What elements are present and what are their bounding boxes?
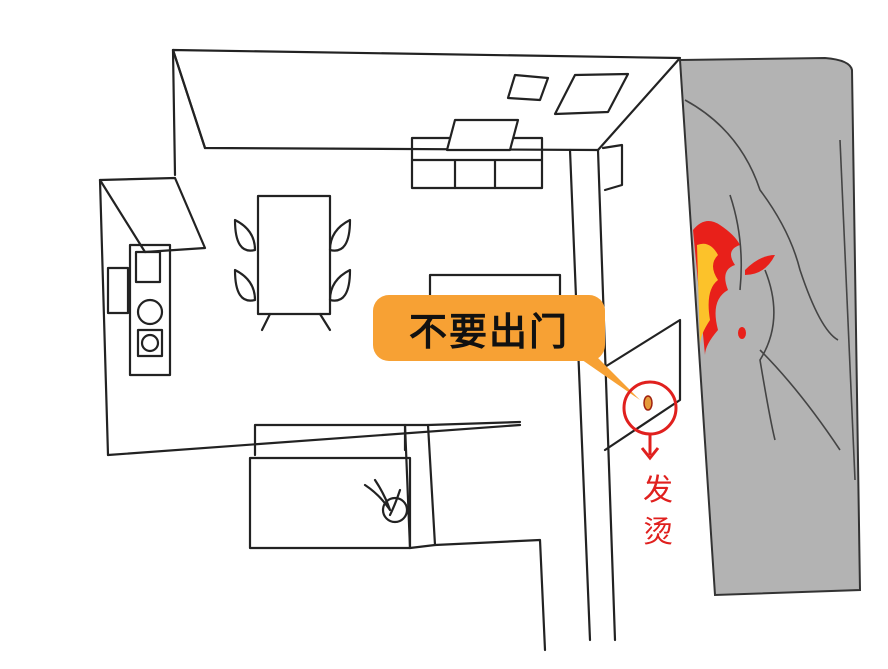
smoke-filled-hallway (678, 56, 862, 597)
arrow-down-icon (640, 434, 660, 461)
kitchen-hood (98, 176, 207, 254)
fire-icon (693, 221, 775, 355)
speech-bubble: 不要出门 (373, 295, 605, 361)
speech-bubble-text: 不要出门 (408, 309, 569, 354)
warning-char-1: 发 (643, 473, 673, 508)
hot-warning-label: 发 烫 (640, 470, 676, 554)
warning-char-2: 烫 (643, 515, 673, 550)
